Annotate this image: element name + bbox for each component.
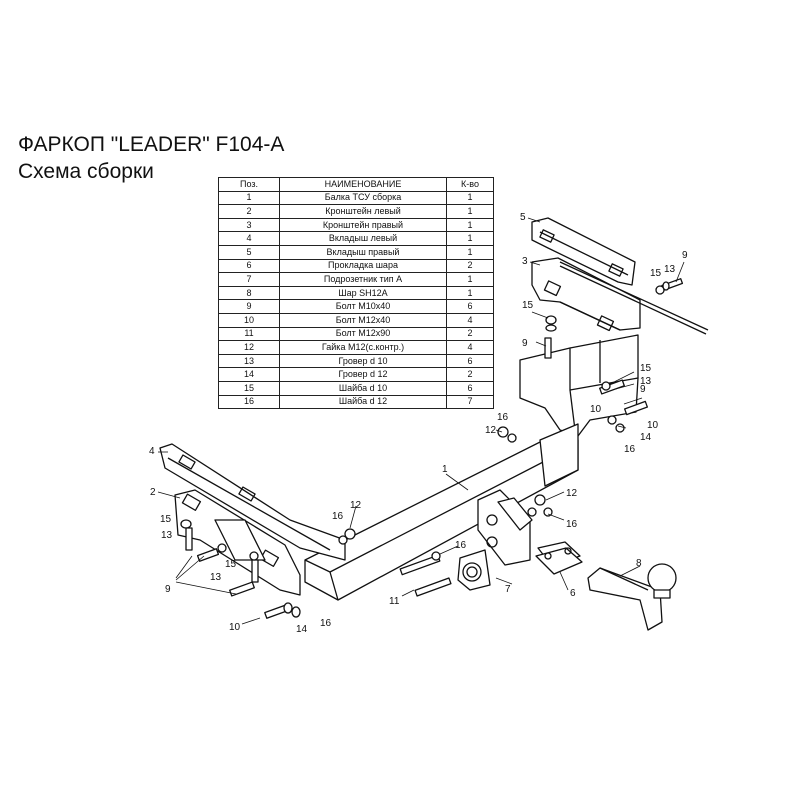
callout-labels: 1 2 3 4 5 6 7 8 9 9 9 10 10 10 11 12 12 … (149, 212, 688, 635)
right-mount-box (519, 334, 639, 437)
part-2-left-bracket (174, 489, 301, 596)
callout-1: 1 (442, 464, 448, 475)
cell-quantity: 1 (446, 244, 494, 260)
callout-4: 4 (149, 446, 155, 457)
center-plates (477, 489, 533, 566)
part-4-left-insert (159, 443, 346, 561)
callout-6: 6 (570, 588, 576, 599)
callout-13b: 13 (210, 572, 222, 583)
callout-3: 3 (522, 256, 528, 267)
callout-9c: 9 (640, 384, 646, 395)
callout-10b: 10 (647, 420, 659, 431)
diagram-subtitle: Схема сборки (18, 160, 154, 183)
callout-9b: 9 (165, 584, 171, 595)
callout-2: 2 (150, 487, 156, 498)
callout-15d: 15 (640, 363, 652, 374)
part-5-right-insert (531, 217, 636, 286)
callout-10c: 10 (229, 622, 241, 633)
leader-lines (157, 217, 685, 625)
cell-name: Шайба d 12 (279, 394, 447, 410)
part-3-right-bracket (531, 257, 641, 332)
callout-13c: 13 (640, 376, 652, 387)
bolts (185, 278, 684, 619)
callout-13a: 13 (161, 530, 173, 541)
callout-12a: 12 (350, 500, 362, 511)
callout-9a: 9 (522, 338, 528, 349)
callout-9d: 9 (682, 250, 688, 261)
callout-12b: 12 (485, 425, 497, 436)
callout-5: 5 (520, 212, 526, 223)
diagram-title: ФАРКОП "LEADER" F104-A (18, 133, 285, 156)
callout-12c: 12 (566, 488, 578, 499)
part-1-main-beam (304, 423, 579, 601)
callout-16a: 16 (332, 511, 344, 522)
callout-16e: 16 (320, 618, 332, 629)
callout-15c: 15 (522, 300, 534, 311)
callout-15b: 15 (225, 559, 237, 570)
part-8-tow-ball (587, 563, 677, 631)
callout-13d: 13 (664, 264, 676, 275)
callout-16f: 16 (624, 444, 636, 455)
callout-16d: 16 (455, 540, 467, 551)
callout-10a: 10 (590, 404, 602, 415)
callout-15e: 15 (650, 268, 662, 279)
callout-7: 7 (505, 584, 511, 595)
cell-quantity: 7 (446, 394, 494, 410)
callout-14b: 14 (640, 432, 652, 443)
parts-table-header: Поз. НАИМЕНОВАНИЕ К-во (218, 177, 494, 192)
part-6-spacer-plates (535, 541, 583, 575)
callout-8: 8 (636, 558, 642, 569)
callout-15a: 15 (160, 514, 172, 525)
callout-11: 11 (389, 596, 400, 607)
callout-14a: 14 (296, 624, 308, 635)
callout-16b: 16 (497, 412, 509, 423)
callout-16c: 16 (566, 519, 578, 530)
part-7-socket-plate (457, 549, 491, 591)
